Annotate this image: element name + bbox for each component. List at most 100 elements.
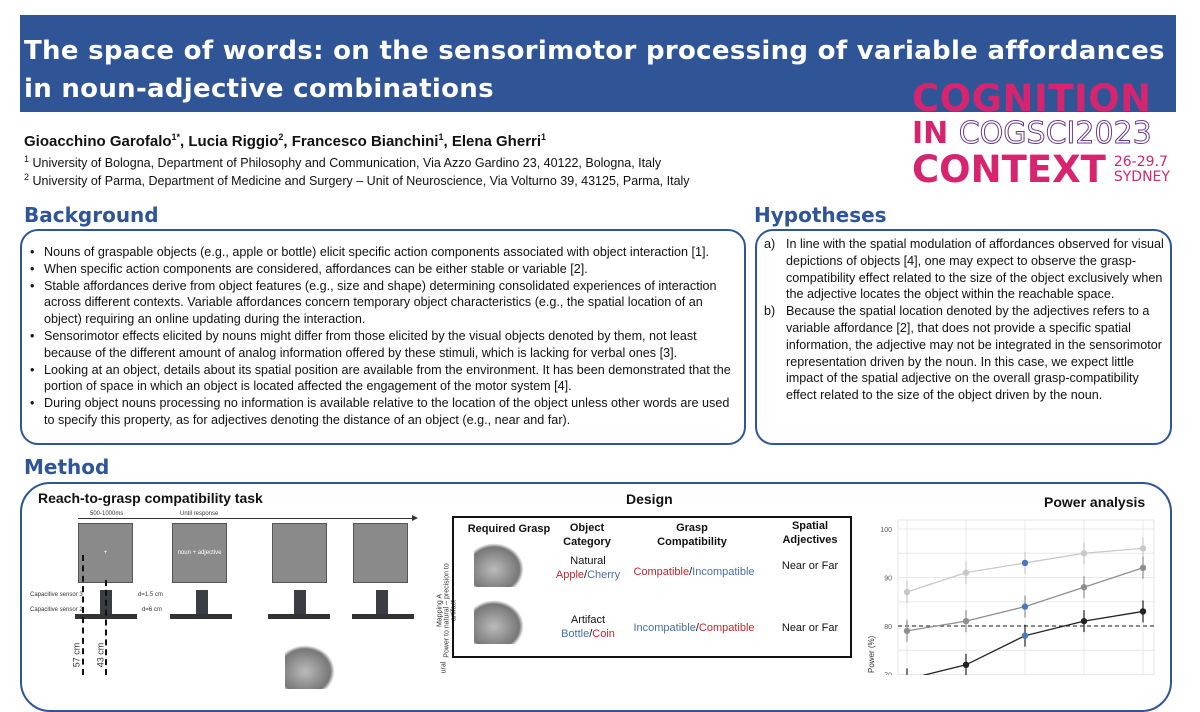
- screen-blank: [272, 523, 327, 583]
- background-item: When specific action components are cons…: [30, 261, 740, 278]
- y-tick-label: 100: [880, 527, 892, 534]
- category: Artifact: [570, 614, 606, 626]
- timing-label: Until response: [180, 511, 219, 517]
- compat: Incompatible: [692, 566, 755, 578]
- hypothesis-text: In line with the spatial modulation of a…: [786, 237, 1164, 302]
- data-point: [962, 617, 970, 625]
- hypotheses-box: [755, 229, 1172, 445]
- background-item: Nouns of graspable objects (e.g., apple …: [30, 244, 740, 261]
- arrow-head-icon: [412, 515, 418, 521]
- logo-line1: COGNITION: [912, 77, 1152, 120]
- affiliation: 1 University of Bologna, Department of P…: [24, 154, 661, 170]
- logo-cogsci: COGSCI2023: [958, 116, 1152, 151]
- title-bar: [20, 15, 1176, 112]
- object: Cherry: [587, 569, 621, 581]
- mapping-a: Mapping A: [436, 593, 444, 628]
- header-adjectives: Spatial Adjectives: [782, 520, 838, 546]
- hypotheses-heading: Hypotheses: [754, 203, 887, 227]
- method-heading: Method: [24, 455, 110, 479]
- author-list: Gioacchino Garofalo1*, Lucia Riggio2, Fr…: [24, 132, 547, 150]
- author: Francesco Bianchini: [291, 133, 439, 150]
- header-grasp: Required Grasp: [467, 523, 551, 535]
- aff-text: University of Parma, Department of Medic…: [32, 174, 690, 189]
- author-sup: 2: [278, 132, 284, 142]
- data-point: [962, 569, 970, 576]
- object-device: [196, 590, 208, 618]
- design-title: Design: [626, 491, 673, 507]
- distance-label: d=1.5 cm: [138, 592, 163, 598]
- distance-label: d=6 cm: [142, 607, 162, 613]
- screen-stimulus: noun + adjective: [172, 523, 227, 583]
- author-sup: 1*: [171, 132, 181, 142]
- header-compat: Grasp Compatibility: [657, 522, 727, 548]
- timeline-arrow: [78, 518, 416, 519]
- distance-line: [82, 555, 84, 675]
- aff-sup: 2: [24, 172, 30, 182]
- data-point: [903, 588, 911, 596]
- timing-label: 500-1000ms: [90, 511, 124, 517]
- hypothesis-item: a) In line with the spatial modulation of…: [764, 236, 1164, 303]
- header-category: Object Category: [563, 522, 611, 548]
- data-point: [1139, 608, 1147, 615]
- background-box: [20, 229, 746, 445]
- screen-blank: [353, 523, 408, 583]
- fixation: +: [103, 550, 108, 556]
- background-item: Sensorimotor effects elicited by nouns m…: [30, 328, 740, 362]
- compat-cell: Compatible/Incompatible: [633, 566, 755, 578]
- author: Elena Gherri: [451, 133, 542, 150]
- power-chart: 100908070Power (%): [867, 519, 1155, 676]
- adjectives-cell: Near or Far: [781, 622, 839, 634]
- adjectives-cell: Near or Far: [781, 560, 839, 572]
- base-plate: [268, 614, 330, 619]
- data-point: [1021, 632, 1029, 639]
- hand-icon: [285, 645, 335, 689]
- affiliation: 2 University of Parma, Department of Med…: [24, 172, 690, 188]
- data-point: [1139, 545, 1147, 552]
- object-device: [294, 590, 306, 618]
- data-point: [1021, 559, 1029, 567]
- author: Lucia Riggio: [188, 133, 279, 150]
- background-heading: Background: [24, 203, 159, 227]
- hypothesis-text: Because the spatial location denoted by …: [786, 304, 1162, 403]
- category: Natural: [570, 555, 606, 567]
- task-title: Reach-to-grasp compatibility task: [38, 490, 263, 506]
- object: Bottle: [561, 628, 590, 640]
- stimulus: noun + adjective: [177, 550, 222, 556]
- object-device: [376, 590, 388, 618]
- object: Coin: [592, 628, 615, 640]
- hypotheses-list: a) In line with the spatial modulation of…: [764, 236, 1164, 404]
- author: Gioacchino Garofalo: [24, 133, 172, 150]
- author-sup: 1: [541, 132, 547, 142]
- logo-in: IN: [912, 116, 949, 151]
- design-table: Required Grasp Object Category Grasp Com…: [452, 516, 852, 658]
- distance-line: [105, 580, 107, 675]
- compat: Incompatible: [633, 622, 696, 634]
- y-tick-label: 90: [884, 576, 892, 583]
- aff-sup: 1: [24, 154, 30, 164]
- data-point: [1021, 603, 1029, 610]
- y-tick-label: 70: [884, 673, 892, 676]
- data-point: [903, 627, 911, 635]
- object: Apple: [555, 569, 585, 581]
- background-list: Nouns of graspable objects (e.g., apple …: [30, 244, 740, 429]
- marker: a): [764, 237, 776, 251]
- distance-43: 43 cm: [95, 642, 106, 668]
- power-title: Power analysis: [1044, 494, 1146, 510]
- screen-fixation: +: [78, 523, 133, 583]
- poster-title: The space of words: on the sensorimotor …: [24, 36, 1165, 104]
- compat: Compatible: [633, 566, 690, 578]
- city: SYDNEY: [1113, 168, 1170, 185]
- logo-line2: IN COGSCI2023: [912, 116, 1172, 151]
- data-point: [1080, 617, 1088, 625]
- base-plate: [170, 614, 232, 619]
- hypothesis-item: b)Because the spatial location denoted b…: [764, 303, 1164, 404]
- author-sup: 1: [438, 132, 444, 142]
- data-point: [1080, 550, 1088, 557]
- data-point: [1080, 584, 1088, 591]
- precision-grasp-icon: [474, 543, 524, 587]
